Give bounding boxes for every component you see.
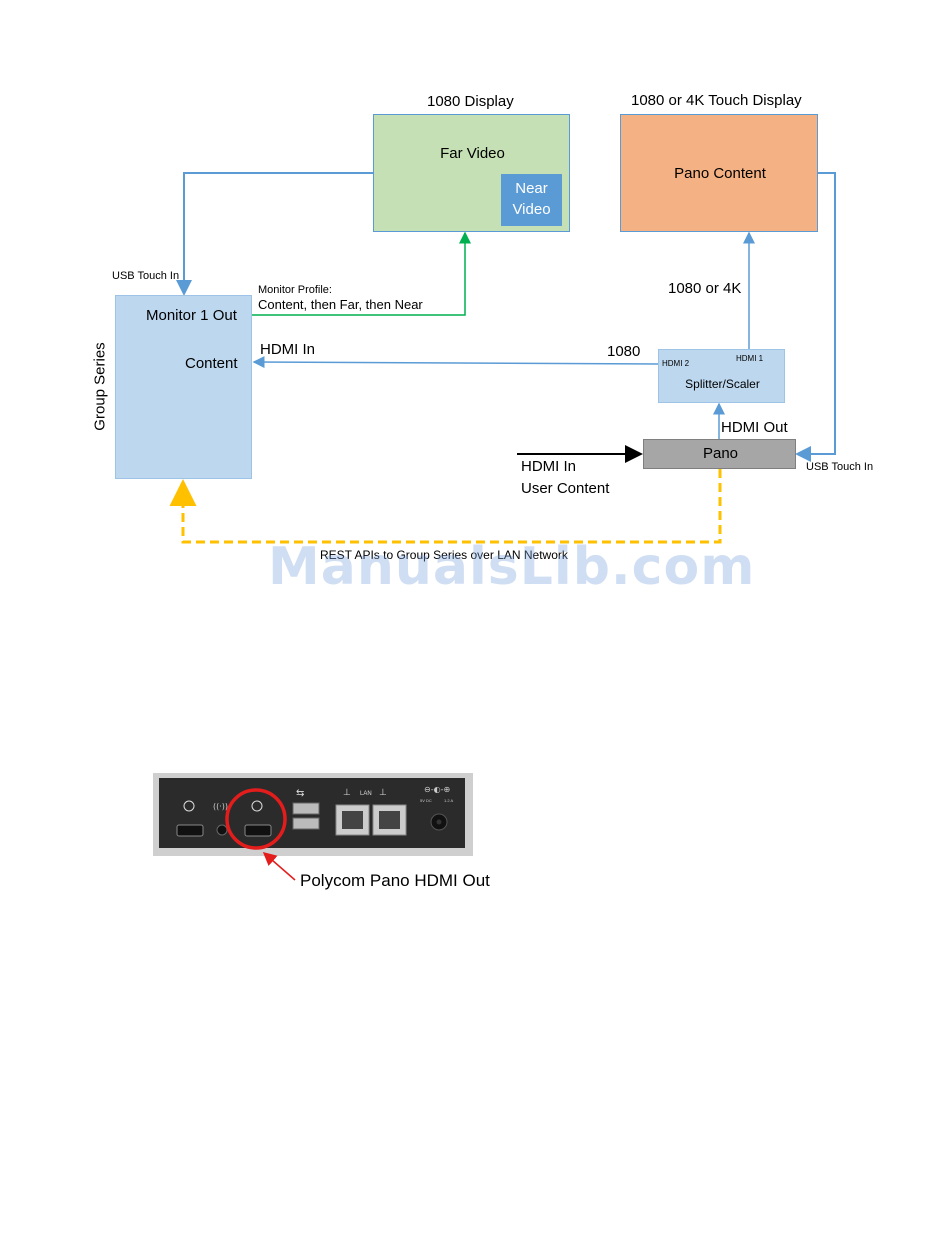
monitor-profile-label: Monitor Profile: [258,284,332,296]
pano-label: Pano [702,445,739,462]
content-label: Content [185,355,238,372]
hdmi-in-user-line2: User Content [521,480,610,497]
splitter-scaler-box: HDMI 2 HDMI 1 Splitter/Scaler [658,349,785,403]
usb-port-2 [292,817,320,830]
hdmi-out-icon [251,800,263,812]
hdmi-out-port [244,824,272,837]
res-1080-or-4k-label: 1080 or 4K [668,280,742,297]
power-label: 5V DC [420,798,432,803]
splitter-scaler-label: Splitter/Scaler [685,377,760,391]
rest-api-line [169,469,722,544]
usb-icon: ⇆ [296,788,304,799]
pano-content-box: Pano Content [620,114,818,232]
usb-touch-line-left [176,172,373,296]
panel-body: ((·)) ⇆ ⊥ ⊥ ⊖-◐-⊕ LAN 5V DC 1.2 A [159,778,465,848]
splitter-hdmi1-label: HDMI 1 [736,354,764,363]
lan-icon-2: ⊥ [379,788,387,798]
usb-touch-in-right-label: USB Touch In [806,461,874,473]
audio-jack [216,824,228,836]
panel-ports: ((·)) ⇆ ⊥ ⊥ ⊖-◐-⊕ [176,785,450,837]
lan-port-1-socket [342,811,363,829]
caption-pointer-arrow [262,852,296,881]
splitter-hdmi2-label: HDMI 2 [662,359,690,368]
pano-rear-panel-photo: ((·)) ⇆ ⊥ ⊥ ⊖-◐-⊕ LAN 5V DC 1.2 A [153,773,473,856]
res-1080-label: 1080 [607,343,641,360]
pano-box: Pano [643,439,796,469]
rest-api-label: REST APIs to Group Series over LAN Netwo… [320,548,568,562]
power-jack-pin [436,819,442,825]
power-polarity-icon: ⊖-◐-⊕ [424,785,450,794]
hdmi-in-group-label: HDMI In [260,341,316,358]
hdmi-in-user-line1: HDMI In [521,458,577,475]
touch-display-title: 1080 or 4K Touch Display [631,92,802,109]
near-video-line2: Video [512,201,551,218]
near-video-line1: Near [515,180,548,197]
pano-content-label: Pano Content [674,165,766,182]
hdmi-out-highlight-circle [225,788,287,850]
group-series-box: Monitor 1 Out Content [115,295,252,479]
hdmi-1080-line [252,356,659,369]
usb-touch-in-left-label: USB Touch In [112,270,180,282]
usb-port-1 [292,802,320,815]
usb-touch-line-right [795,172,836,462]
monitor-profile-value: Content, then Far, then Near [258,297,423,312]
lan-port-2-socket [379,811,400,829]
near-video-box: Near Video [501,174,562,226]
hdmi-in-icon [183,800,195,812]
watermark: ManualsLib.com [268,537,756,597]
far-video-label: Far Video [440,145,505,162]
current-label: 1.2 A [444,798,454,803]
hdmi-out-label: HDMI Out [721,419,788,436]
photo-caption: Polycom Pano HDMI Out [300,871,490,890]
far-video-box: Far Video Near Video [373,114,570,232]
monitor-1-out-label: Monitor 1 Out [146,307,237,324]
hdmi-in-port [176,824,204,837]
monitor-out-line [251,231,471,316]
audio-icon: ((·)) [213,802,228,811]
display-1080-title: 1080 Display [427,93,514,110]
lan-label: LAN [360,791,372,797]
lan-icon-1: ⊥ [343,788,351,798]
